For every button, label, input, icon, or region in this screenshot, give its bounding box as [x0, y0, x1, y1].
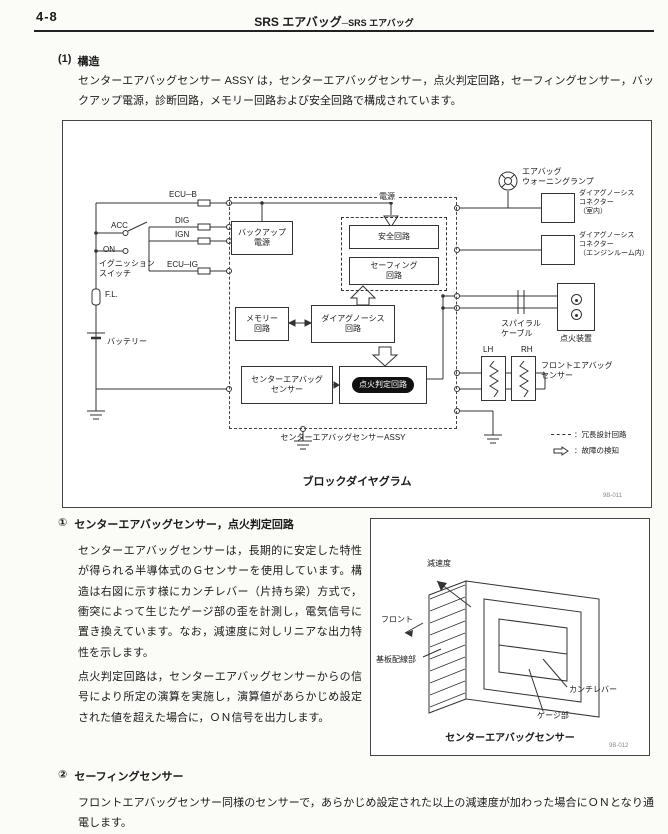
- assy-label: センターエアバッグセンサーASSY: [280, 433, 406, 442]
- safing-circuit-box: セーフィング 回路: [349, 257, 439, 285]
- board-wiring-label: 基板配線部: [376, 655, 416, 664]
- sensor-structure-figure: 減速度 フロント 基板配線部 カンチレバー ゲージ部 センターエアバッグセンサー…: [370, 518, 650, 756]
- figure-plate-code: 9B-012: [609, 743, 629, 749]
- backup-power-box: バックアップ 電源: [231, 221, 293, 255]
- section-center-sensor: ① センターエアバッグセンサー，点火判定回路 センターエアバッグセンサーは，長期…: [58, 516, 362, 732]
- cantilever-label: カンチレバー: [569, 685, 617, 694]
- ecu-ig-label: ECU─IG: [167, 260, 199, 269]
- squib-box: [557, 283, 595, 331]
- section-safing-sensor-heading: ② セーフィングセンサー: [58, 768, 654, 784]
- legend-redundant: ：冗長設計回路: [551, 429, 627, 440]
- wires-group: [95, 191, 557, 441]
- squib-label: 点火装置: [560, 334, 592, 343]
- resistor-icon: [488, 360, 499, 397]
- header-rule: [34, 30, 654, 32]
- squib-icon: [570, 309, 582, 320]
- deceleration-label: 減速度: [427, 559, 451, 568]
- section-center-sensor-num: ①: [58, 517, 68, 529]
- resistor-icon: [518, 360, 529, 397]
- sensor-frame: [404, 580, 600, 718]
- section-center-sensor-title: センターエアバッグセンサー，点火判定回路: [74, 519, 294, 531]
- ignition-judge-box: 点火判定回路: [339, 366, 427, 404]
- section-structure-body: センターエアバッグセンサー ASSY は，センターエアバッグセンサー，点火判定回…: [78, 75, 654, 107]
- header-title-sub: ─SRS エアバッグ: [341, 18, 414, 28]
- center-airbag-sensor-box: センターエアバッグ センサー: [241, 366, 333, 404]
- front-sensor-rh-box: [511, 356, 536, 401]
- ground-icon: [87, 410, 502, 450]
- front-label: フロント: [381, 615, 413, 624]
- legend-redundant-label: ：冗長設計回路: [574, 430, 627, 439]
- legend-failure: ：故障の検知: [551, 445, 619, 456]
- power-arrow-icon: [383, 215, 399, 228]
- diagram-caption: ブロックダイヤグラム: [302, 476, 412, 488]
- section-safing-sensor: ② セーフィングセンサー フロントエアバッグセンサー同様のセンサーで，あらかじめ…: [58, 768, 654, 834]
- section-center-sensor-para1: センターエアバッグセンサーは，長期的に安定した特性が得られる半導体式のＧセンサー…: [78, 545, 362, 659]
- data-flow-arrows: [287, 319, 340, 389]
- diag-connector-engine-label: ダイアグノーシス コネクター （エンジンルーム内）: [579, 232, 649, 257]
- section-safing-sensor-body: フロントエアバッグセンサー同様のセンサーで，あらかじめ設定された以上の減速度が加…: [78, 797, 654, 830]
- safety-circuit-box: 安全回路: [349, 225, 439, 249]
- rh-label: RH: [521, 345, 533, 354]
- sensor-drawing-svg: [404, 580, 600, 718]
- warning-lamp-label: エアバッグ ウォーニングランプ: [522, 167, 594, 186]
- fl-label: F.L.: [105, 290, 118, 299]
- section-safing-sensor-title: セーフィングセンサー: [74, 771, 184, 783]
- diagram-plate-code: 9B-011: [603, 493, 622, 499]
- ignition-switch-label: イグニッション スイッチ: [99, 259, 155, 278]
- failure-arrow-up-icon: [349, 285, 377, 306]
- hatch-lines: [429, 584, 466, 708]
- section-structure-num: (1): [58, 53, 72, 65]
- failure-arrow-down-icon: [371, 346, 399, 367]
- hollow-arrow-icon: [553, 445, 569, 456]
- ignition-switch-icon: [122, 230, 129, 254]
- section-center-sensor-para2: 点火判定回路は，センターエアバッグセンサーからの信号により所定の演算を実施し，演…: [78, 671, 362, 724]
- acc-label: ACC: [111, 221, 128, 230]
- safety-safing-group-box: [341, 217, 447, 291]
- section-structure-heading: (1) 構造: [58, 53, 99, 69]
- squib-icon: [570, 294, 582, 305]
- header-title: SRS エアバッグ─SRS エアバッグ: [0, 13, 668, 31]
- front-sensor-lh-box: [481, 356, 506, 401]
- battery-icon: [87, 332, 105, 340]
- dig-label: DIG: [175, 216, 190, 225]
- ecu-b-label: ECU─B: [169, 190, 197, 199]
- gauge-label: ゲージ部: [537, 711, 569, 720]
- battery-label: バッテリー: [107, 337, 147, 346]
- on-label: ON: [103, 245, 115, 254]
- header-title-main: SRS エアバッグ: [254, 15, 342, 29]
- power-label: 電源: [377, 192, 397, 202]
- block-diagram: バックアップ 電源 安全回路 セーフィング 回路 メモリー 回路 ダイアグノーシ…: [62, 120, 652, 508]
- fuse-icon: [91, 199, 211, 306]
- diag-connector-engine-box: [541, 235, 575, 265]
- section-safing-sensor-num: ②: [58, 769, 68, 781]
- junction-dots: [94, 201, 445, 310]
- diagnosis-circuit-box: ダイアグノーシス 回路: [311, 305, 395, 343]
- dashed-line-icon: [551, 434, 571, 435]
- lh-label: LH: [483, 345, 494, 354]
- figure-caption: センターエアバッグセンサー: [445, 733, 575, 744]
- legend-failure-label: ：故障の検知: [574, 446, 619, 455]
- warning-lamp-icon: [498, 171, 518, 191]
- section-structure-title: 構造: [77, 56, 100, 68]
- figure-arrowheads: [405, 581, 447, 637]
- diag-connector-cabin-box: [541, 193, 575, 223]
- spiral-cable-label: スパイラル ケーブル: [501, 319, 541, 338]
- diag-connector-cabin-label: ダイアグノーシス コネクター （室内）: [579, 190, 635, 215]
- memory-circuit-box: メモリー 回路: [235, 307, 289, 341]
- center-sensor-assy-boundary: [229, 197, 457, 429]
- wiring-svg: [87, 171, 557, 450]
- ign-label: IGN: [175, 230, 190, 239]
- front-sensor-label: フロントエアバッグ センサー: [541, 361, 613, 380]
- ignition-judge-label: 点火判定回路: [352, 377, 414, 393]
- page-number: 4-8: [36, 9, 58, 24]
- section-center-sensor-heading: ① センターエアバッグセンサー，点火判定回路: [58, 516, 362, 532]
